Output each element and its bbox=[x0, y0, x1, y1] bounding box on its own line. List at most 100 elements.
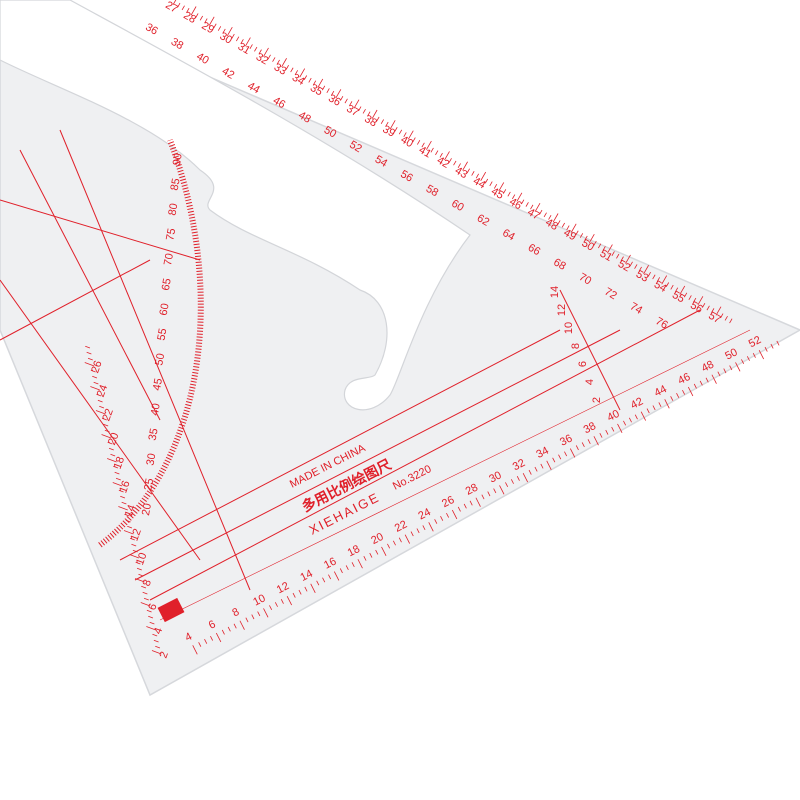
scale-tick bbox=[274, 602, 278, 607]
protractor-tick-label: 40 bbox=[149, 402, 163, 416]
scale-tick bbox=[233, 623, 237, 629]
protractor-tick-label: 75 bbox=[164, 227, 178, 241]
scale-tick bbox=[699, 380, 703, 386]
scale-tick bbox=[84, 362, 95, 367]
scale-tick bbox=[129, 537, 135, 541]
scale-tick bbox=[108, 447, 114, 451]
scale-tick bbox=[602, 246, 606, 251]
scale-tick bbox=[543, 212, 547, 218]
scale-tick bbox=[371, 109, 378, 119]
scale-tick bbox=[376, 116, 380, 122]
scale-tick bbox=[598, 243, 602, 249]
scale-tick bbox=[421, 142, 425, 148]
scale-tick bbox=[426, 140, 432, 150]
upper-inner-tick-label: 51 bbox=[598, 248, 615, 265]
left-edge-tick-label: 4 bbox=[152, 626, 165, 636]
scale-tick bbox=[316, 580, 320, 586]
scale-tick bbox=[129, 554, 140, 559]
scale-tick bbox=[263, 608, 269, 618]
scale-tick bbox=[298, 589, 302, 595]
scale-tick bbox=[539, 209, 543, 215]
scale-tick bbox=[125, 519, 131, 523]
scale-tick bbox=[149, 621, 155, 625]
scale-tick bbox=[398, 537, 402, 543]
scale-tick bbox=[115, 477, 121, 481]
scale-tick bbox=[493, 488, 497, 494]
scale-tick bbox=[640, 411, 647, 421]
scale-tick bbox=[321, 85, 326, 91]
scale-tick bbox=[101, 417, 107, 421]
scale-tick bbox=[303, 75, 308, 81]
scale-tick bbox=[670, 396, 674, 401]
scale-tick bbox=[155, 645, 161, 649]
scale-tick bbox=[584, 235, 588, 241]
scale-tick bbox=[435, 150, 439, 156]
scale-tick bbox=[276, 59, 280, 65]
scale-tick bbox=[267, 54, 271, 60]
small-vertical-tick-label: 12 bbox=[556, 304, 568, 316]
scale-tick bbox=[135, 561, 141, 565]
scale-tick bbox=[292, 592, 296, 598]
scale-tick bbox=[570, 223, 577, 233]
scale-tick bbox=[407, 130, 414, 140]
scale-tick bbox=[676, 393, 680, 398]
bottom-edge-tick-label: 34 bbox=[534, 445, 550, 461]
small-vertical-tick-label: 2 bbox=[591, 397, 603, 403]
scale-tick bbox=[380, 119, 384, 125]
scale-tick bbox=[776, 340, 780, 346]
scale-tick bbox=[439, 152, 443, 158]
scale-tick bbox=[110, 453, 116, 457]
scale-tick bbox=[451, 509, 458, 520]
bottom-edge-tick-label: 50 bbox=[723, 346, 739, 362]
upper-inner-tick-label: 50 bbox=[579, 237, 596, 254]
left-edge-tick-label: 26 bbox=[89, 359, 104, 375]
scale-tick bbox=[404, 534, 411, 544]
scale-tick bbox=[272, 57, 276, 62]
scale-tick bbox=[113, 465, 119, 469]
bottom-edge-tick-label: 14 bbox=[298, 568, 314, 584]
bottom-edge-tick-label: 16 bbox=[322, 555, 338, 571]
scale-tick bbox=[403, 132, 407, 137]
bottom-edge-tick-label: 48 bbox=[700, 359, 716, 375]
upper-inner-tick-label: 27 bbox=[163, 0, 180, 16]
bottom-edge-tick-label: 46 bbox=[676, 371, 692, 387]
upper-outer-tick-label: 42 bbox=[220, 65, 237, 82]
protractor-tick-label: 30 bbox=[144, 452, 158, 466]
scale-tick bbox=[593, 436, 599, 446]
bottom-edge-tick-label: 8 bbox=[230, 606, 241, 619]
upper-inner-tick-label: 34 bbox=[290, 72, 307, 89]
scale-tick bbox=[140, 602, 151, 607]
scale-tick bbox=[507, 191, 511, 197]
upper-inner-tick-label: 52 bbox=[616, 258, 633, 275]
scale-tick bbox=[317, 78, 324, 88]
scale-tick bbox=[457, 163, 461, 169]
left-edge-tick-label: 10 bbox=[134, 551, 149, 567]
scale-tick bbox=[564, 451, 568, 457]
scale-tick bbox=[281, 58, 287, 68]
bottom-edge-tick-label: 18 bbox=[346, 543, 362, 559]
scale-tick bbox=[131, 543, 137, 547]
scale-tick bbox=[548, 215, 552, 220]
scale-tick bbox=[132, 549, 138, 553]
scale-tick bbox=[646, 408, 650, 414]
scale-tick bbox=[304, 586, 308, 592]
upper-inner-tick-label: 46 bbox=[507, 196, 524, 213]
scale-tick bbox=[587, 439, 591, 444]
protractor-tick-label: 90 bbox=[171, 152, 185, 166]
scale-tick bbox=[177, 2, 181, 8]
scale-tick bbox=[521, 199, 525, 205]
scale-tick bbox=[638, 266, 642, 272]
scale-tick bbox=[525, 202, 529, 207]
scale-tick bbox=[93, 381, 99, 385]
scale-tick bbox=[351, 562, 355, 567]
upper-inner-tick-label: 56 bbox=[688, 299, 705, 316]
scale-tick bbox=[204, 639, 208, 644]
scale-tick bbox=[127, 525, 133, 529]
scale-tick bbox=[448, 158, 452, 163]
scale-tick bbox=[446, 512, 450, 518]
scale-tick bbox=[381, 546, 387, 557]
scale-tick bbox=[335, 89, 342, 99]
protractor-tick-label: 60 bbox=[158, 302, 172, 316]
scale-tick bbox=[634, 264, 638, 269]
scale-tick bbox=[512, 194, 516, 200]
